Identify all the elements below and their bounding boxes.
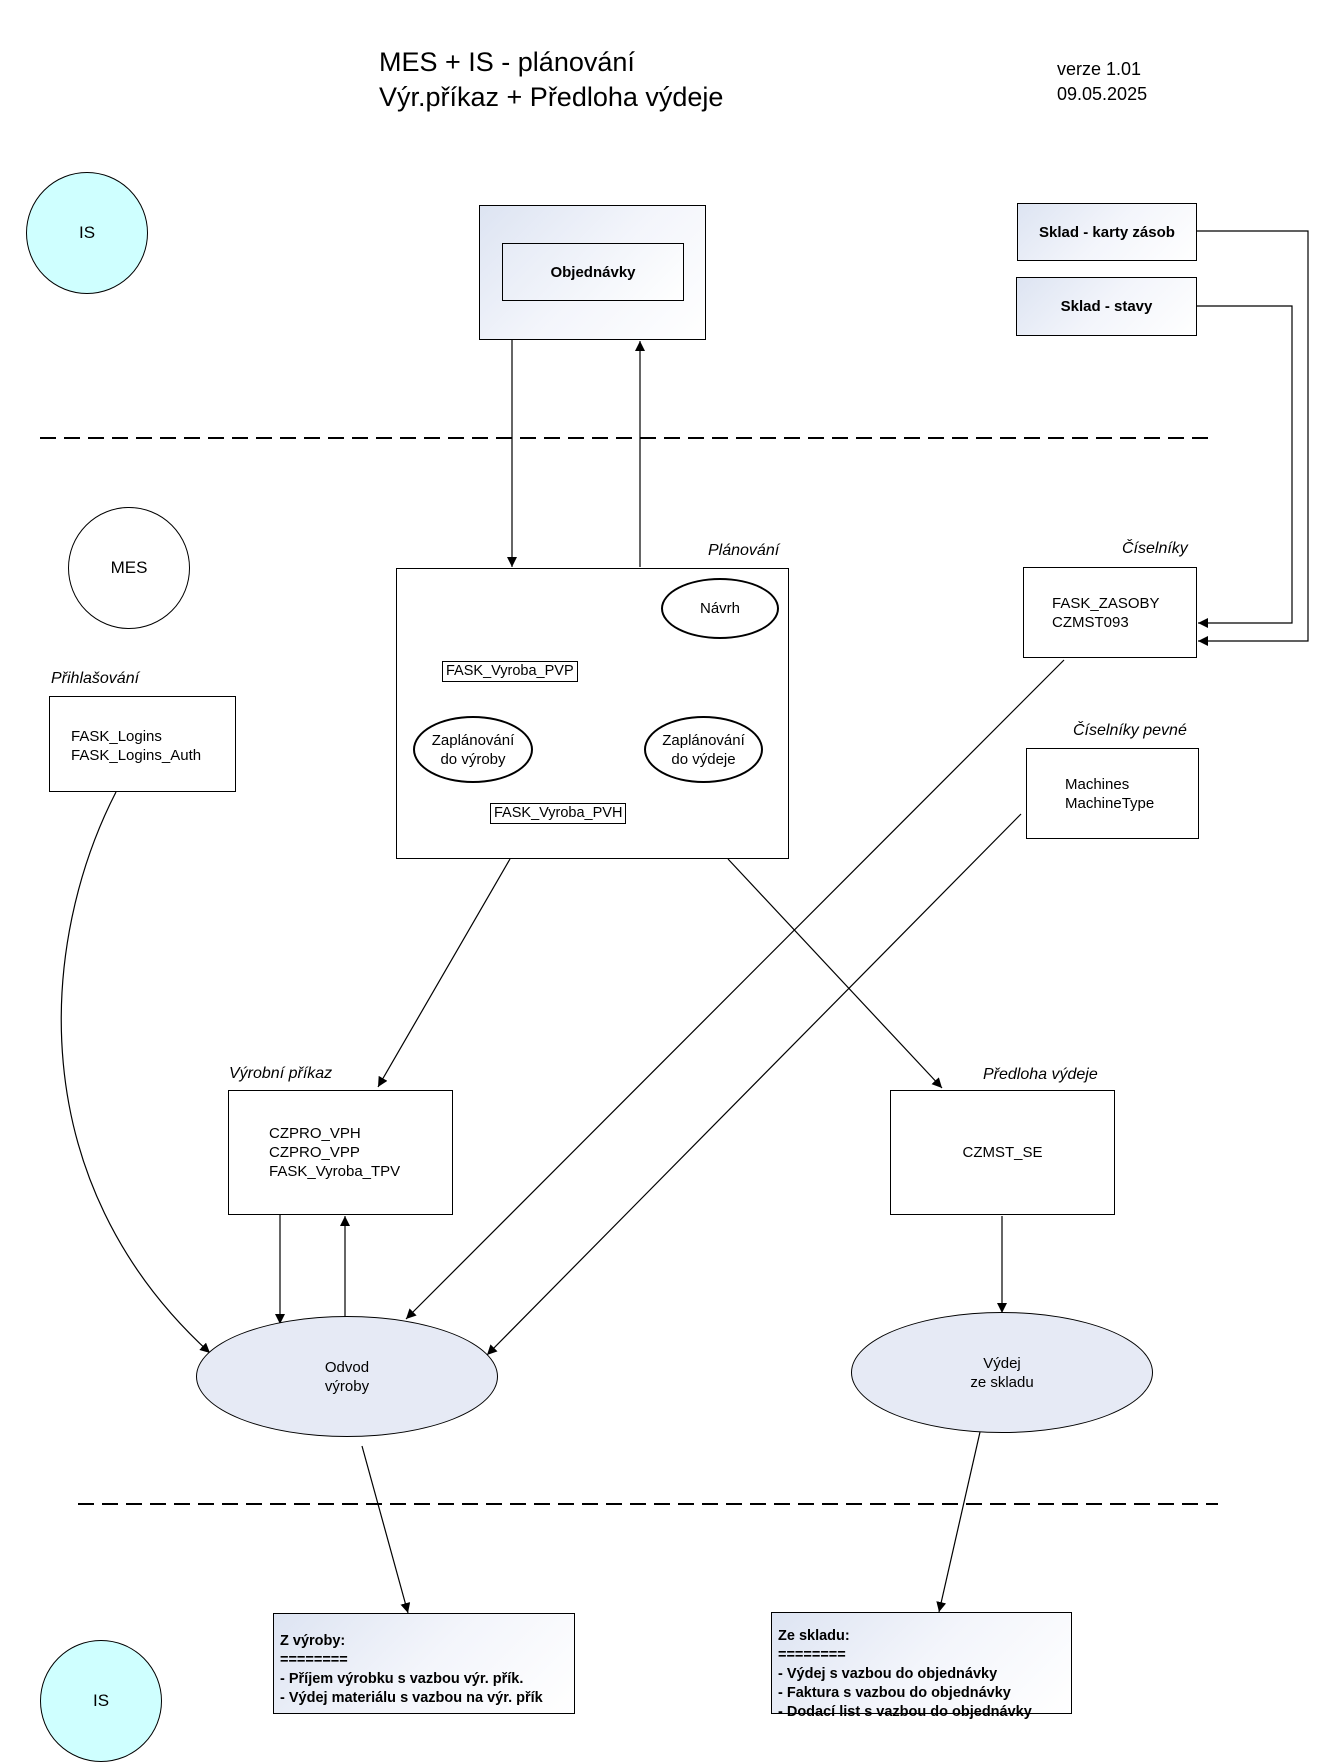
zone-is-top-label: IS [78, 223, 96, 242]
vyrobni-prikaz-label: Výrobní příkaz [229, 1065, 333, 1082]
title-line2: Výr.příkaz + Předloha výdeje [379, 82, 724, 112]
zone-is-bottom: IS [40, 1640, 162, 1762]
objednavky-box: Objednávky [502, 243, 684, 301]
planovani-label: Plánování [708, 542, 780, 559]
zone-mes-label: MES [110, 558, 148, 577]
z-vyroby-line: ======== [280, 1652, 348, 1668]
prihlasovani-label: Přihlašování [51, 670, 140, 687]
date-label: 09.05.2025 [1057, 84, 1148, 104]
prihlasovani-box: FASK_Logins FASK_Logins_Auth [49, 696, 236, 792]
vyrobni-prikaz-line: CZPRO_VPP [269, 1144, 360, 1161]
arrow-planovani-to-vyrobni-prikaz [377, 858, 511, 1088]
prihlasovani-line: FASK_Logins_Auth [71, 747, 202, 764]
ciselniky-pevne-box: Machines MachineType [1026, 748, 1199, 839]
sklad-karty-box: Sklad - karty zásob [1017, 203, 1197, 261]
ze-skladu-line: - Dodací list s vazbou do objednávky [778, 1704, 1032, 1720]
ze-skladu-box: Ze skladu: ======== - Výdej s vazbou do … [771, 1612, 1072, 1720]
vyrobni-prikaz-box: CZPRO_VPH CZPRO_VPP FASK_Vyroba_TPV [228, 1090, 453, 1215]
predloha-vydeje-label: Předloha výdeje [983, 1066, 1098, 1083]
zone-is-bottom-label: IS [92, 1691, 110, 1710]
arrow-ciselniky-to-odvod [405, 659, 1065, 1320]
ze-skladu-line: Ze skladu: [778, 1628, 850, 1644]
zone-is-top: IS [26, 172, 148, 294]
zaplanovani-vyroby-line: do výroby [440, 750, 506, 768]
arrow-sklad-stavy-to-ciselniky [1197, 305, 1293, 628]
ciselniky-pevne-label: Číselníky pevné [1073, 722, 1187, 739]
zaplanovani-vydeje-line: do výdeje [671, 750, 736, 768]
z-vyroby-line: Z výroby: [280, 1633, 346, 1649]
zaplanovani-vydeje-line: Zaplánování [662, 731, 745, 749]
objednavky-label: Objednávky [550, 263, 636, 281]
title-line1: MES + IS - plánování [379, 47, 635, 77]
zaplanovani-vyroby-line: Zaplánování [431, 731, 515, 749]
ciselniky-pevne-line: Machines [1065, 776, 1130, 793]
ciselniky-label: Číselníky [1122, 540, 1188, 557]
vydej-line: Výdej [983, 1354, 1021, 1372]
vyrobni-prikaz-line: CZPRO_VPH [269, 1125, 361, 1142]
pvh-table: FASK_Vyroba_PVH [490, 803, 627, 824]
navrh-label: Návrh [699, 600, 740, 617]
sklad-stavy-label: Sklad - stavy [1060, 298, 1153, 315]
predloha-vydeje-line: CZMST_SE [962, 1144, 1043, 1161]
ciselniky-line: CZMST093 [1052, 614, 1129, 631]
prihlasovani-line: FASK_Logins [71, 728, 162, 745]
z-vyroby-box: Z výroby: ======== - Příjem výrobku s va… [273, 1613, 575, 1714]
sklad-stavy-box: Sklad - stavy [1016, 277, 1197, 336]
z-vyroby-line: - Příjem výrobku s vazbou výr. přík. [280, 1671, 524, 1687]
arrow-planovani-to-predloha [727, 858, 943, 1089]
ze-skladu-line: - Faktura s vazbou do objednávky [778, 1685, 1011, 1701]
zone-mes: MES [68, 507, 190, 629]
odvod-line: výroby [324, 1377, 370, 1395]
pvp-table: FASK_Vyroba_PVP [442, 661, 578, 682]
arrow-sklad-karty-to-ciselniky [1197, 230, 1309, 646]
odvod-line: Odvod [324, 1358, 370, 1376]
ciselniky-line: FASK_ZASOBY [1052, 595, 1160, 612]
predloha-vydeje-box: CZMST_SE [890, 1090, 1115, 1215]
vyrobni-prikaz-line: FASK_Vyroba_TPV [269, 1163, 401, 1180]
ze-skladu-line: ======== [778, 1647, 846, 1663]
arrow-prihlasovani-to-odvod [60, 791, 211, 1354]
navrh-ellipse: Návrh [661, 578, 779, 639]
arrow-ciselniky-pevne-to-odvod [486, 813, 1022, 1356]
ze-skladu-line: - Výdej s vazbou do objednávky [778, 1666, 998, 1682]
arrow-vydej-to-ze-skladu [936, 1431, 981, 1613]
ciselniky-pevne-line: MachineType [1065, 795, 1155, 812]
z-vyroby-line: - Výdej materiálu s vazbou na výr. přík [280, 1690, 543, 1706]
sklad-karty-label: Sklad - karty zásob [1039, 223, 1175, 241]
ciselniky-box: FASK_ZASOBY CZMST093 [1023, 567, 1197, 658]
vydej-line: ze skladu [970, 1373, 1034, 1391]
arrow-odvod-to-z-vyroby [361, 1445, 411, 1614]
version-label: verze 1.01 [1057, 59, 1142, 79]
